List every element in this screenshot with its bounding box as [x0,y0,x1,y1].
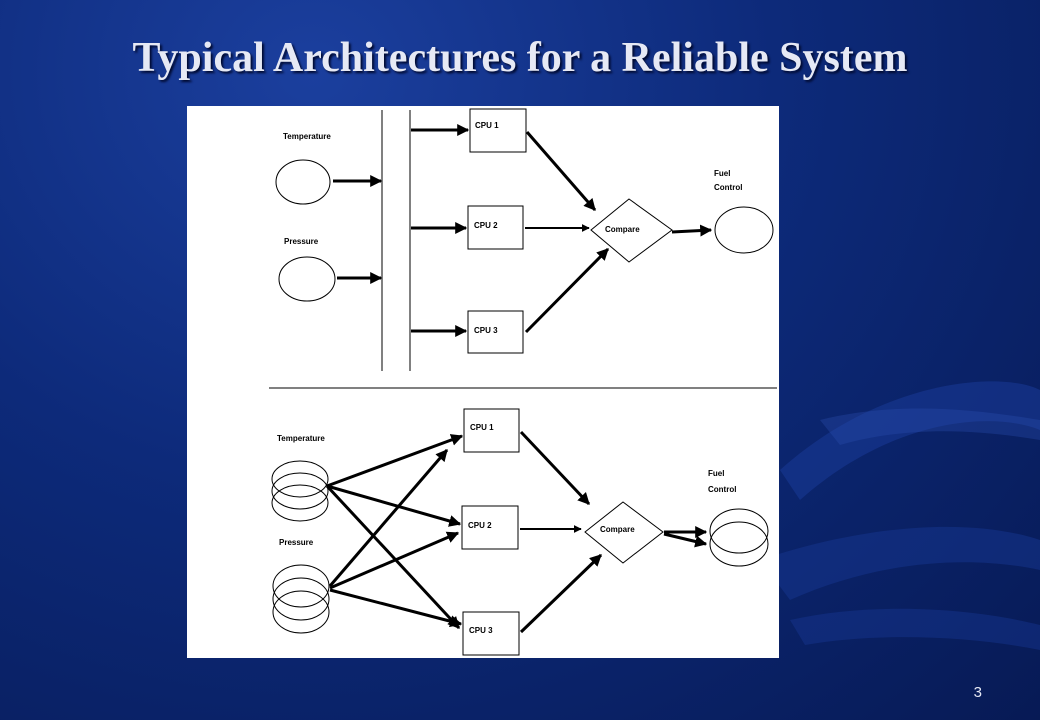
bottom-cpu1-box [463,408,520,453]
top-temperature-sensor [275,159,331,205]
bottom-cpu1-compare-arrow [519,430,591,506]
bottom-compare-label: Compare [600,525,635,534]
bottom-output-label-line2: Control [708,485,736,494]
bottom-temperature-sensor-3 [271,484,329,522]
top-temperature-label: Temperature [283,132,331,141]
bottom-cpu3-label: CPU 3 [469,626,493,635]
bottom-pressure-cpu1-arrow [328,449,449,587]
top-cpu3-compare-arrow [524,247,610,334]
bottom-compare-diamond [584,501,664,564]
bottom-temp-cpu3-arrow [325,484,461,630]
top-compare-label: Compare [605,225,640,234]
top-cpu1-box [469,108,527,153]
top-cpu3-box [467,310,524,354]
bottom-pressure-sensor-2 [272,577,330,621]
bottom-temperature-sensor-1 [271,460,329,498]
top-cpu3-label: CPU 3 [474,326,498,335]
bottom-output-label-line1: Fuel [708,469,724,478]
bottom-pressure-sensor-3 [272,590,330,634]
bottom-compare-output-arrow-2 [663,532,708,548]
top-cpu1-label: CPU 1 [475,121,499,130]
diagram-svg: Temperature Pressure CPU 1 CPU 2 CPU 3 [269,108,777,656]
top-cpu2-label: CPU 2 [474,221,498,230]
bottom-temp-cpu2-arrow [326,484,462,527]
top-output-label-line1: Fuel [714,169,730,178]
bottom-cpu1-label: CPU 1 [470,423,494,432]
bottom-temp-cpu1-arrow [326,434,464,488]
top-cpu1-compare-arrow [525,131,597,211]
top-output-label-line2: Control [714,183,742,192]
top-architecture: Temperature Pressure CPU 1 CPU 2 CPU 3 [275,108,774,371]
top-pressure-sensor [278,256,336,302]
bottom-cpu2-label: CPU 2 [468,521,492,530]
top-compare-diamond [590,198,673,263]
bottom-temperature-label: Temperature [277,434,325,443]
bottom-fuel-control-2 [709,521,769,567]
slide-number: 3 [973,684,982,701]
bottom-pressure-cpu2-arrow [329,531,460,590]
bottom-architecture: Temperature Pressure CPU 1 CPU 2 CPU 3 [271,408,769,656]
bottom-cpu3-box [462,611,520,656]
bottom-temperature-sensor-2 [271,472,329,510]
top-compare-output-arrow [671,224,713,237]
top-cpu2-box [467,205,524,250]
architecture-diagram: Temperature Pressure CPU 1 CPU 2 CPU 3 [187,106,779,658]
bottom-fuel-control-1 [709,508,769,554]
bottom-pressure-label: Pressure [279,538,314,547]
bottom-cpu3-compare-arrow [519,553,603,634]
bottom-pressure-cpu3-arrow [329,588,463,628]
top-fuel-control [714,206,774,254]
top-pressure-label: Pressure [284,237,319,246]
slide-title: Typical Architectures for a Reliable Sys… [132,35,908,81]
bottom-pressure-sensor-1 [272,564,330,608]
bottom-cpu2-box [461,505,519,550]
